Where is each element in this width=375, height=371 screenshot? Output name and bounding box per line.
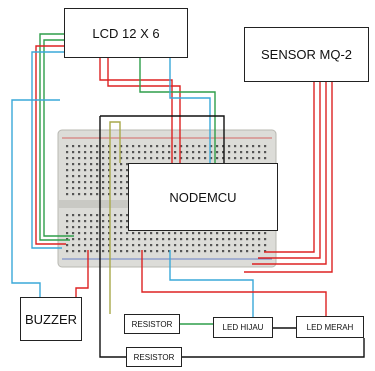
resistor-1-label: RESISTOR	[131, 319, 173, 329]
ground-wires	[99, 115, 365, 358]
resistor-2-label: RESISTOR	[133, 352, 175, 362]
lcd-block: LCD 12 X 6	[64, 8, 188, 58]
lcd-wire-red-a	[99, 58, 173, 163]
led-green-block: LED HIJAU	[213, 317, 273, 338]
sensor-wire-red-4	[244, 82, 333, 273]
buzzer-wires	[11, 99, 89, 297]
lcd-wire-green-outer	[39, 33, 70, 241]
lcd-wires	[31, 33, 216, 249]
led-red-wire	[141, 250, 327, 316]
sensor-wires	[244, 82, 333, 273]
buzzer-wire-red	[75, 250, 89, 297]
led-green-label: LED HIJAU	[222, 323, 264, 332]
resistor-2-block: RESISTOR	[126, 347, 182, 367]
ground-wire-top	[100, 115, 225, 163]
resistor-wire-olive	[109, 121, 121, 314]
lcd-wire-green-inner	[43, 39, 74, 237]
nodemcu-label: NODEMCU	[169, 189, 237, 205]
buzzer-block: BUZZER	[20, 297, 82, 341]
lcd-wire-blue-right	[169, 58, 211, 163]
sensor-wire-red-2	[258, 82, 321, 259]
sensor-wire-red-1	[264, 82, 315, 253]
led-red-block: LED MERAH	[296, 316, 364, 338]
led-green-wire-blue	[169, 250, 254, 317]
lcd-wire-red-left	[35, 45, 66, 245]
led-red-label: LED MERAH	[306, 322, 354, 332]
buzzer-label: BUZZER	[25, 311, 77, 327]
ground-wire-left	[99, 116, 126, 358]
sensor-wire-red-3	[252, 82, 327, 265]
sensor-block: SENSOR MQ-2	[244, 27, 369, 82]
lcd-wire-blue-left	[31, 51, 64, 249]
lcd-label: LCD 12 X 6	[92, 25, 160, 41]
lcd-wire-green-right	[139, 58, 216, 163]
ground-wire-bottom	[182, 338, 365, 358]
nodemcu-block: NODEMCU	[128, 163, 278, 231]
led-wires	[109, 121, 327, 329]
lcd-wire-red-b	[107, 58, 181, 163]
buzzer-wire-blue	[11, 99, 60, 297]
sensor-label: SENSOR MQ-2	[260, 47, 352, 62]
resistor-1-block: RESISTOR	[124, 314, 180, 334]
